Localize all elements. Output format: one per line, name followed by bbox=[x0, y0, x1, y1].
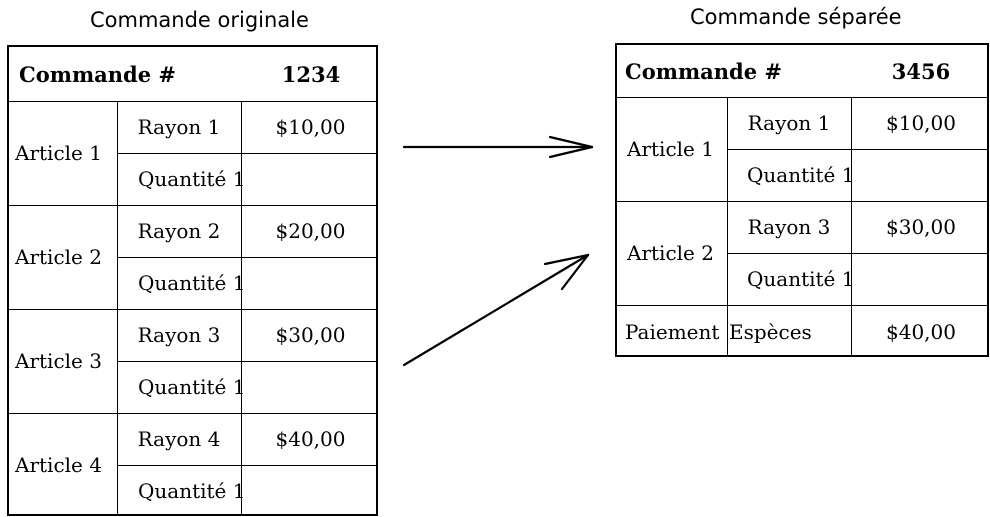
original-article-2-price: $20,00 bbox=[275, 219, 346, 243]
original-article-3-qty: Quantité 1 bbox=[138, 375, 246, 399]
split-article-2-qty: Quantité 1 bbox=[747, 267, 855, 291]
split-order-number: 3456 bbox=[891, 58, 951, 84]
original-article-4: Article 4 Rayon 4 $40,00 Quantité 1 bbox=[9, 413, 376, 517]
split-payment-row: Paiement Espèces $40,00 bbox=[617, 305, 987, 359]
original-article-1-rayon: Rayon 1 bbox=[137, 115, 221, 139]
split-order-header: Commande # 3456 bbox=[617, 45, 987, 97]
split-article-1-price: $10,00 bbox=[886, 111, 956, 135]
original-article-2-qty: Quantité 1 bbox=[138, 271, 246, 295]
split-article-1: Article 1 Rayon 1 $10,00 Quantité 1 bbox=[617, 97, 987, 201]
original-order-header: Commande # 1234 bbox=[9, 47, 376, 101]
original-article-1-price: $10,00 bbox=[275, 115, 346, 139]
split-article-2-price: $30,00 bbox=[886, 215, 956, 239]
split-article-2-name: Article 2 bbox=[627, 241, 714, 265]
split-order-label: Commande # bbox=[625, 58, 782, 84]
original-order-table: Commande # 1234 Article 1 Rayon 1 $10,00… bbox=[7, 45, 378, 516]
original-article-4-price: $40,00 bbox=[275, 427, 346, 451]
original-article-2-rayon: Rayon 2 bbox=[137, 219, 221, 243]
arrow-to-split-order-top bbox=[402, 135, 594, 159]
original-article-3-price: $30,00 bbox=[275, 323, 346, 347]
split-payment-amount: $40,00 bbox=[886, 320, 956, 344]
left-title: Commande originale bbox=[90, 8, 309, 32]
original-article-2-name: Article 2 bbox=[15, 245, 102, 269]
right-title: Commande séparée bbox=[690, 5, 902, 29]
original-article-3-rayon: Rayon 3 bbox=[137, 323, 221, 347]
original-article-1-qty: Quantité 1 bbox=[138, 167, 246, 191]
original-article-1-name: Article 1 bbox=[15, 141, 102, 165]
split-order-table: Commande # 3456 Article 1 Rayon 1 $10,00… bbox=[615, 43, 989, 357]
split-article-1-rayon: Rayon 1 bbox=[747, 111, 831, 135]
split-article-2-rayon: Rayon 3 bbox=[747, 215, 831, 239]
split-article-1-name: Article 1 bbox=[627, 137, 714, 161]
original-order-label: Commande # bbox=[19, 61, 176, 87]
split-article-1-qty: Quantité 1 bbox=[747, 163, 855, 187]
original-article-4-rayon: Rayon 4 bbox=[137, 427, 221, 451]
original-article-3: Article 3 Rayon 3 $30,00 Quantité 1 bbox=[9, 309, 376, 413]
original-article-4-qty: Quantité 1 bbox=[138, 479, 246, 503]
original-article-4-name: Article 4 bbox=[15, 453, 102, 477]
arrow-to-split-order-bottom bbox=[402, 253, 590, 367]
split-article-2: Article 2 Rayon 3 $30,00 Quantité 1 bbox=[617, 201, 987, 305]
original-article-1: Article 1 Rayon 1 $10,00 Quantité 1 bbox=[9, 101, 376, 205]
original-order-number: 1234 bbox=[281, 61, 341, 87]
original-article-2: Article 2 Rayon 2 $20,00 Quantité 1 bbox=[9, 205, 376, 309]
split-payment-method: Espèces bbox=[729, 320, 812, 344]
split-payment-label: Paiement bbox=[625, 320, 720, 344]
original-article-3-name: Article 3 bbox=[15, 349, 102, 373]
